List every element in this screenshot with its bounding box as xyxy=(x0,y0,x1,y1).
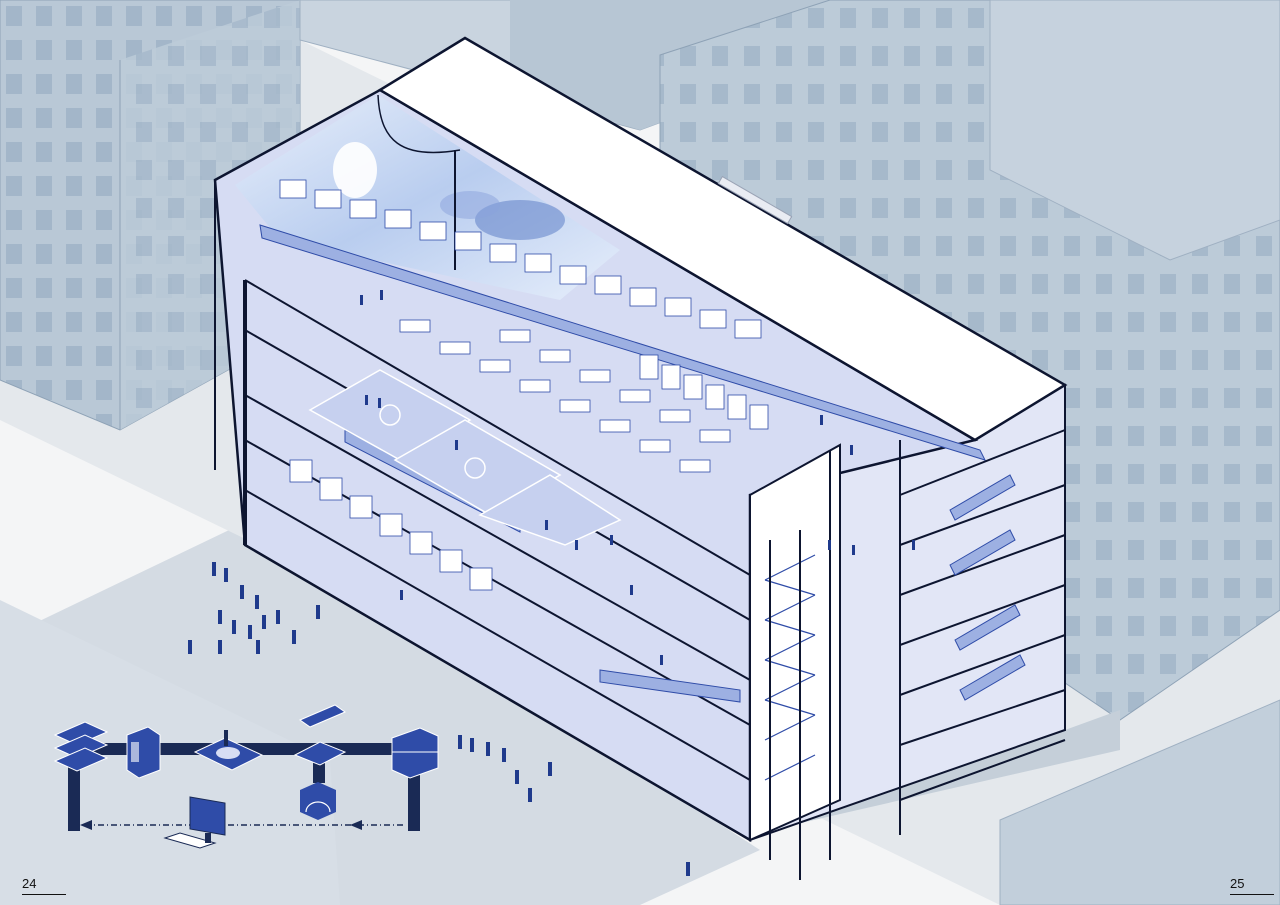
stair-tower xyxy=(749,443,841,880)
vending-machine-icon xyxy=(126,726,161,779)
study-pods xyxy=(279,179,762,339)
basketball-court-icon xyxy=(300,782,336,820)
main-building-section xyxy=(213,36,1120,880)
computer-icon xyxy=(163,796,226,849)
facade-stairs xyxy=(949,474,1026,701)
desk-rows xyxy=(399,319,769,473)
people-figures xyxy=(188,290,915,876)
basketball-courts xyxy=(308,369,622,546)
page-number-right-label: 25 xyxy=(1230,876,1245,891)
page-number-right-rule xyxy=(1230,894,1274,895)
stacked-books-icon xyxy=(53,721,109,772)
page-number-right: 25 xyxy=(1230,876,1274,895)
context-building-left xyxy=(0,0,301,431)
telescope-books-icon xyxy=(293,704,347,766)
ramp-lower xyxy=(599,669,741,703)
bunk-bed-icon xyxy=(391,727,439,779)
program-diagram xyxy=(53,704,439,849)
dining-table-icon xyxy=(193,730,264,771)
page-number-left-rule xyxy=(22,894,66,895)
roof-slab xyxy=(377,36,1068,442)
bunk-beds-row xyxy=(289,459,493,591)
ramp-upper xyxy=(259,224,986,461)
page-number-left: 24 xyxy=(22,876,66,895)
page-number-left-label: 24 xyxy=(22,876,37,891)
